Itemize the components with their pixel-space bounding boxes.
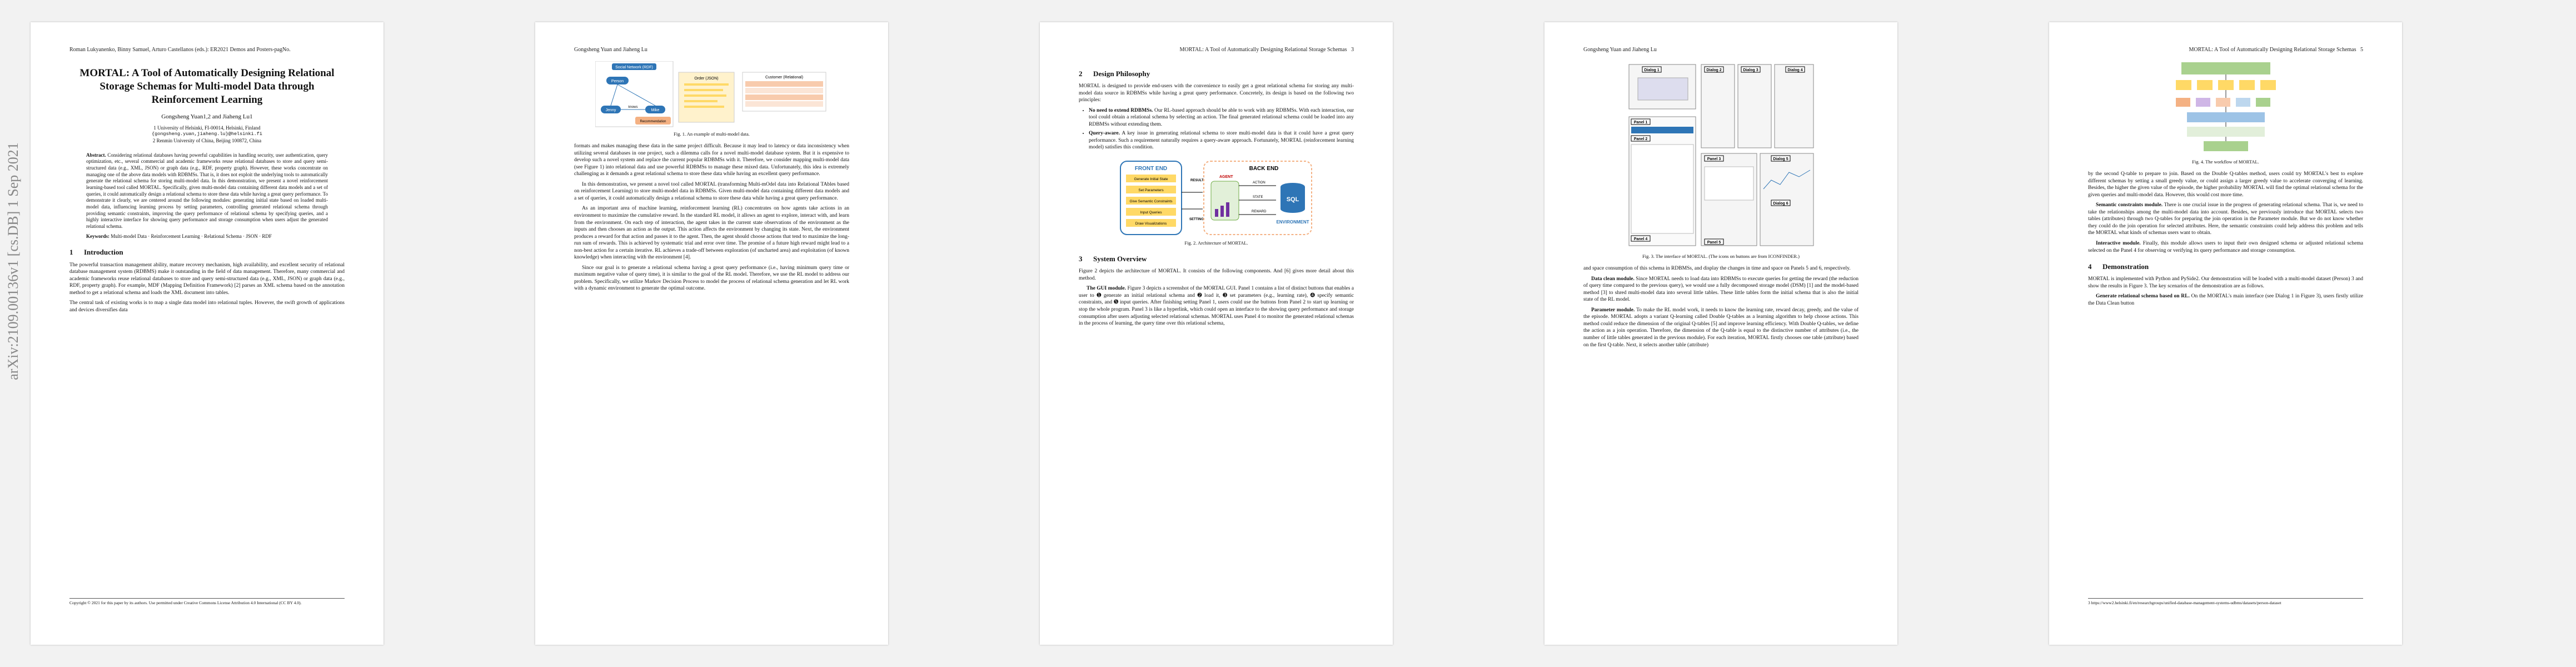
fig1-social-label: Social Network (RDF) xyxy=(615,66,653,69)
svg-text:Panel 2: Panel 2 xyxy=(1633,137,1647,141)
running-head: MORTAL: A Tool of Automatically Designin… xyxy=(2189,47,2363,53)
paragraph: The central task of existing works is to… xyxy=(69,300,345,313)
principles-list: No need to extend RDBMSs. Our RL-based a… xyxy=(1079,107,1354,151)
svg-text:Panel 3: Panel 3 xyxy=(1707,157,1721,161)
svg-text:Dialog 5: Dialog 5 xyxy=(1773,157,1788,161)
svg-text:ACTION: ACTION xyxy=(1253,181,1265,185)
paragraph: MORTAL is implemented with Python and Py… xyxy=(2088,276,2363,289)
paragraph: Figure 2 depicts the architecture of MOR… xyxy=(1079,268,1354,281)
keywords: Keywords: Multi-model Data · Reinforceme… xyxy=(86,233,328,240)
architecture-diagram: FRONT END Generate Initial State Set Par… xyxy=(1119,160,1312,235)
copyright-footnote: Copyright © 2021 for this paper by its a… xyxy=(69,598,345,606)
figure-3: Dialog 1 Dialog 2 Dialog 3 Dialog 4 Pane… xyxy=(1626,61,1816,250)
paragraph: Interactive module. Finally, this module… xyxy=(2088,241,2364,253)
svg-text:Dialog 6: Dialog 6 xyxy=(1773,202,1788,206)
url-footnote: 3 https://www2.helsinki.fi/en/researchgr… xyxy=(2088,598,2363,606)
affiliations: 1 University of Helsinki, FI-00014, Hels… xyxy=(69,125,345,145)
paragraph: Generate relational schema based on RL. … xyxy=(2088,293,2363,306)
page-4: Gongsheng Yuan and Jiaheng Lu Dialog 1 D… xyxy=(1544,22,1897,645)
svg-text:STATE: STATE xyxy=(1253,196,1263,199)
svg-text:Set Parameters: Set Parameters xyxy=(1138,188,1164,192)
figure-2: FRONT END Generate Initial State Set Par… xyxy=(1119,159,1314,237)
arxiv-stamp-text: arXiv:2109.00136v1 [cs.DB] 1 Sep 2021 xyxy=(5,142,21,380)
figure-3-caption: Fig. 3. The interface of MORTAL. (The ic… xyxy=(1642,253,1800,259)
svg-text:SETTING: SETTING xyxy=(1189,218,1204,221)
svg-text:Mike: Mike xyxy=(651,108,659,112)
svg-text:Give Semantic Constraints: Give Semantic Constraints xyxy=(1129,200,1173,203)
page-2: Gongsheng Yuan and Jiaheng Lu Social Net… xyxy=(535,22,888,645)
svg-text:BACK END: BACK END xyxy=(1249,166,1278,172)
svg-text:ENVIRONMENT: ENVIRONMENT xyxy=(1276,220,1309,225)
running-head: MORTAL: A Tool of Automatically Designin… xyxy=(1179,47,1354,53)
svg-text:Dialog 2: Dialog 2 xyxy=(1706,68,1721,72)
affiliation-1: 1 University of Helsinki, FI-00014, Hels… xyxy=(153,125,261,131)
svg-text:Panel 4: Panel 4 xyxy=(1633,237,1647,241)
svg-text:Dialog 3: Dialog 3 xyxy=(1743,68,1758,72)
abstract-text: Considering relational databases having … xyxy=(86,152,328,230)
running-head: Gongsheng Yuan and Jiaheng Lu xyxy=(1583,47,1657,53)
svg-text:Dialog 1: Dialog 1 xyxy=(1644,68,1659,72)
page-1: Roman Lukyanenko, Binny Samuel, Arturo C… xyxy=(31,22,383,645)
figure-4 xyxy=(2170,61,2281,156)
svg-text:FRONT END: FRONT END xyxy=(1134,166,1167,172)
paragraph: The GUI module. Figure 3 depicts a scree… xyxy=(1079,286,1354,327)
multi-model-data-figure: Social Network (RDF) Person Jenny Mike k… xyxy=(595,61,826,127)
paragraph: The powerful transaction management abil… xyxy=(69,262,345,296)
abstract-label: Abstract. xyxy=(86,152,106,158)
svg-text:Panel 5: Panel 5 xyxy=(1707,241,1721,245)
svg-text:Panel 1: Panel 1 xyxy=(1633,121,1647,125)
keywords-label: Keywords: xyxy=(86,233,109,239)
affiliation-2: 2 Renmin University of China, Beijing 10… xyxy=(152,138,262,144)
author-email: {gongsheng.yuan,jiaheng.lu}@helsinki.fi xyxy=(152,131,262,137)
paragraph: formats and makes managing these data in… xyxy=(574,143,849,177)
page-5: MORTAL: A Tool of Automatically Designin… xyxy=(2049,22,2402,645)
paragraph: MORTAL is designed to provide end-users … xyxy=(1079,83,1354,103)
paragraph: Data clean module. Since MORTAL needs to… xyxy=(1583,276,1859,303)
running-head: Gongsheng Yuan and Jiaheng Lu xyxy=(574,47,647,53)
workflow-diagram xyxy=(2175,62,2276,151)
svg-text:Draw Visualizations: Draw Visualizations xyxy=(1135,222,1167,226)
paragraph: Parameter module. To make the RL model w… xyxy=(1583,307,1858,348)
running-head: Roman Lukyanenko, Binny Samuel, Arturo C… xyxy=(69,47,291,53)
paragraph: and space consumption of this schema in … xyxy=(1583,266,1851,272)
svg-text:Generate Initial State: Generate Initial State xyxy=(1134,177,1168,181)
svg-text:SQL: SQL xyxy=(1286,196,1299,203)
figure-1-caption: Fig. 1. An example of multi-model data. xyxy=(674,131,750,137)
paragraph: As an important area of machine learning… xyxy=(574,206,849,261)
arxiv-stamp: arXiv:2109.00136v1 [cs.DB] 1 Sep 2021 xyxy=(2,106,24,417)
list-item: No need to extend RDBMSs. Our RL-based a… xyxy=(1089,107,1354,128)
figure-1: Social Network (RDF) Person Jenny Mike k… xyxy=(595,61,829,128)
paragraph: by the second Q-table to prepare to join… xyxy=(2088,171,2363,198)
page-3: MORTAL: A Tool of Automatically Designin… xyxy=(1040,22,1393,645)
svg-text:Jenny: Jenny xyxy=(605,108,616,112)
svg-text:REWARD: REWARD xyxy=(1252,210,1267,213)
svg-text:RESULT: RESULT xyxy=(1190,179,1204,182)
interface-screenshot-figure: Dialog 1 Dialog 2 Dialog 3 Dialog 4 Pane… xyxy=(1626,61,1816,250)
svg-text:Dialog 4: Dialog 4 xyxy=(1787,68,1802,72)
svg-text:Recommendation: Recommendation xyxy=(640,120,666,123)
svg-text:AGENT: AGENT xyxy=(1219,175,1233,179)
paper-title: MORTAL: A Tool of Automatically Designin… xyxy=(79,67,335,106)
keywords-text: Multi-model Data · Reinforcement Learnin… xyxy=(111,233,272,239)
svg-text:Input Queries: Input Queries xyxy=(1140,211,1162,215)
paragraph: Semantic constraints module. There is on… xyxy=(2088,202,2363,236)
authors: Gongsheng Yuan1,2 and Jiaheng Lu1 xyxy=(161,113,253,121)
svg-text:Customer (Relational): Customer (Relational) xyxy=(765,76,803,79)
svg-text:Person: Person xyxy=(611,79,623,83)
abstract: Abstract. Considering relational databas… xyxy=(86,152,328,230)
list-item: Query-aware. A key issue in generating r… xyxy=(1089,130,1354,151)
figure-2-caption: Fig. 2. Architecture of MORTAL. xyxy=(1184,240,1248,246)
svg-text:knows: knows xyxy=(628,106,637,109)
paragraph: Since our goal is to generate a relation… xyxy=(574,265,849,292)
figure-4-caption: Fig. 4. The workflow of MORTAL. xyxy=(2192,159,2259,165)
paragraph: In this demonstration, we present a nove… xyxy=(574,181,849,201)
svg-text:Order (JSON): Order (JSON) xyxy=(694,77,718,81)
